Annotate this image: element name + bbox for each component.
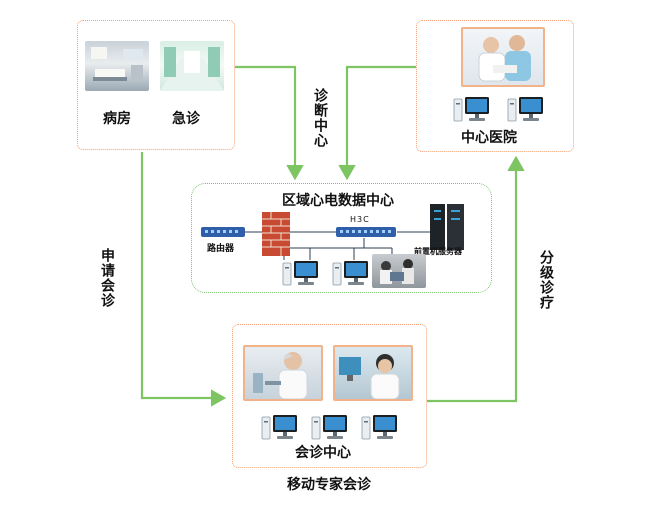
doctor-at-computer-photo <box>333 345 413 401</box>
router-label: 路由器 <box>207 244 235 254</box>
computer-icon <box>332 259 372 289</box>
consultation-center-label: 会诊中心 <box>295 445 351 461</box>
computer-icon <box>311 413 351 443</box>
ward-label: 病房 <box>103 111 131 127</box>
central-hospital-box: 中心医院 <box>416 20 574 152</box>
regional-ecg-center-label: 区域心电数据中心 <box>282 193 394 209</box>
arrow-apply-consultation <box>140 152 227 407</box>
arrow-source-to-center <box>235 65 304 181</box>
server-rack-icon <box>430 204 464 250</box>
arrow-tiered-treatment <box>427 155 525 403</box>
tiered-treatment-label: 分级诊疗 <box>538 250 554 310</box>
firewall-icon <box>262 212 290 256</box>
emergency-label: 急诊 <box>172 111 200 127</box>
h3c-label: H3C <box>350 215 370 224</box>
computer-icon <box>453 95 493 125</box>
source-box: 病房 急诊 <box>77 20 235 150</box>
emergency-photo <box>160 41 224 91</box>
consultation-center-box: 会诊中心 <box>232 324 427 468</box>
computer-icon <box>261 413 301 443</box>
switch-icon <box>336 227 396 237</box>
regional-ecg-center-box: 区域心电数据中心 路由器 H3C <box>191 183 492 293</box>
expert-doctor-photo <box>243 345 323 401</box>
ward-photo <box>85 41 149 91</box>
diagnosis-center-label: 诊断中心 <box>312 88 328 148</box>
doctor-patient-photo <box>461 27 545 87</box>
central-hospital-label: 中心医院 <box>461 130 517 146</box>
router-icon <box>201 227 245 237</box>
computer-icon <box>507 95 547 125</box>
operators-photo <box>372 254 426 288</box>
front-server-label: 前置机服务器 <box>414 247 462 256</box>
mobile-expert-consultation-label: 移动专家会诊 <box>287 477 371 493</box>
computer-icon <box>361 413 401 443</box>
arrow-hospital-to-center <box>338 65 416 181</box>
computer-icon <box>282 259 322 289</box>
apply-consultation-label: 申请会诊 <box>99 248 115 308</box>
